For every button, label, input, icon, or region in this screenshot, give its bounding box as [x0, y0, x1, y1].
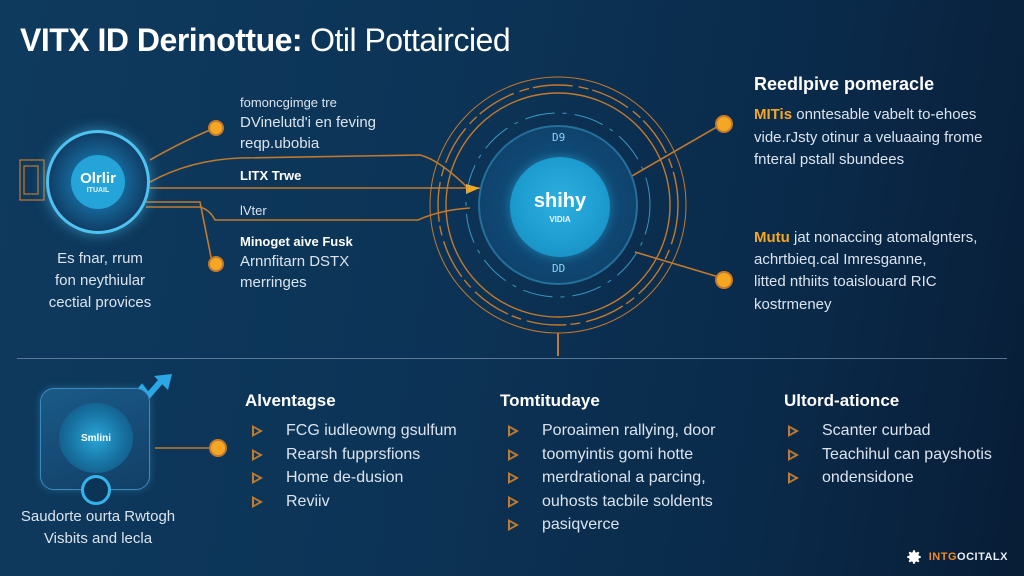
- list-item-text: ondensidone: [822, 469, 914, 486]
- device-home-button: [81, 475, 111, 505]
- list-item-text: Scanter curbad: [822, 422, 931, 439]
- triangle-bullet-icon: [788, 448, 799, 461]
- list-item: Poroaimen rallying, door: [504, 419, 715, 443]
- caption-line: Visbits and lecla: [43, 530, 153, 547]
- triangle-bullet-icon: [252, 472, 263, 484]
- column-3-title: Ultord-ationce: [784, 391, 900, 410]
- column-1-title: Alventagse: [245, 391, 336, 410]
- left-hub-logo: Olrlir ITUAIL: [71, 155, 125, 209]
- list-item: ondensidone: [784, 466, 992, 490]
- right-panel-2-line-3: litted nthiits toaislouard RIC: [754, 273, 937, 290]
- gear-icon: [907, 550, 921, 564]
- list-item: toomyintis gomi hotte: [504, 443, 715, 467]
- right-panel-1-text: onntesable vabelt to-ehoes: [796, 106, 977, 123]
- list-item-text: Poroaimen rallying, door: [542, 422, 716, 439]
- triangle-bullet-icon: [252, 495, 263, 508]
- left-bracket-icon: [19, 159, 45, 201]
- label-2a: DVinelutd'i en feving: [240, 114, 377, 131]
- brand-name-part1: INTG: [928, 551, 958, 563]
- right-panel-2-text: jat nonaccing atomalgnters,: [794, 229, 978, 246]
- label-6b: merringes: [240, 274, 307, 291]
- node-dot-1: [208, 120, 224, 136]
- label-4: lVter: [240, 203, 267, 218]
- label-2b: reqp.ubobia: [240, 135, 320, 152]
- list-item-text: pasiqverce: [542, 516, 620, 533]
- center-hub-logo-main: shihy: [533, 190, 587, 212]
- right-panel-2-highlight: Mutu: [754, 229, 790, 246]
- title-bold: VITX ID Derinottue:: [20, 22, 303, 58]
- list-item-text: Rearsh fupprsfions: [286, 445, 421, 463]
- triangle-bullet-icon: [508, 519, 519, 531]
- column-2-list: Poroaimen rallying, door toomyintis gomi…: [504, 419, 715, 537]
- list-item: Teachihul can payshotis: [784, 443, 992, 467]
- ring-label-top: D9: [552, 131, 566, 144]
- list-item-text: Reviiv: [286, 492, 330, 510]
- ring-label-bottom: DD: [552, 262, 566, 275]
- caption-line: cectial provices: [48, 294, 152, 311]
- list-item-text: FCG iudleowng gsulfum: [286, 422, 457, 439]
- list-item: ouhosts tacbile soldents: [504, 490, 715, 514]
- caption-line: Saudorte ourta Rwtogh: [20, 508, 176, 525]
- triangle-bullet-icon: [508, 448, 519, 461]
- center-hub-logo-sub: VIDIA: [549, 215, 571, 224]
- label-6a: Arnnfitarn DSTX: [240, 253, 350, 270]
- list-item: Scanter curbad: [784, 419, 992, 443]
- list-item-text: merdrational a parcing,: [542, 469, 706, 486]
- list-item-text: ouhosts tacbile soldents: [542, 492, 713, 510]
- left-hub: Olrlir ITUAIL: [46, 130, 150, 234]
- list-item-text: toomyintis gomi hotte: [542, 445, 694, 463]
- left-hub-caption: Es fnar, rrum fon neythiular cectial pro…: [40, 248, 160, 314]
- device-screen: Smlini: [59, 403, 133, 473]
- triangle-bullet-icon: [252, 448, 263, 461]
- node-dot-4: [715, 271, 733, 289]
- list-item: pasiqverce: [504, 513, 715, 537]
- node-dot-2: [208, 256, 224, 272]
- list-item: merdrational a parcing,: [504, 466, 715, 490]
- list-item: FCG iudleowng gsulfum: [248, 419, 457, 443]
- section-divider: [17, 358, 1007, 359]
- triangle-bullet-icon: [508, 495, 519, 508]
- left-hub-logo-main: Olrlir: [80, 170, 116, 187]
- brand-name-part2: OCITALX: [957, 551, 1008, 563]
- right-panel-1-line-2: vide.rJsty otinur a veluaaing frome: [754, 129, 983, 146]
- list-item-text: Home de-dusion: [286, 469, 404, 486]
- list-item: Home de-dusion: [248, 466, 457, 490]
- triangle-bullet-icon: [252, 425, 263, 437]
- device-caption: Saudorte ourta Rwtogh Visbits and lecla: [8, 506, 188, 550]
- right-panel-2-line-2: achrtbieq.cal Imresganne,: [754, 251, 927, 268]
- right-panel-2-line-4: kostrmeney: [754, 296, 832, 313]
- list-item-text: Teachihul can payshotis: [822, 445, 992, 463]
- right-panel-1-highlight: MITis: [754, 106, 793, 123]
- page-title: VITX ID Derinottue:Otil Pottaircied: [20, 22, 511, 59]
- column-3-list: Scanter curbad Teachihul can payshotis o…: [784, 419, 992, 490]
- triangle-bullet-icon: [788, 425, 799, 437]
- caption-line: fon neythiular: [54, 272, 146, 289]
- right-panel-1-heading: Reedlpive pomeracle: [754, 74, 935, 94]
- center-hub: shihy VIDIA: [478, 125, 638, 285]
- right-panel-1-line-1: MITis onntesable vabelt to-ehoes: [754, 105, 976, 125]
- label-5: Minoget aive Fusk: [240, 234, 353, 249]
- triangle-bullet-icon: [788, 472, 799, 484]
- label-1: fomoncgimge tre: [240, 95, 337, 110]
- brand-name: INTGOCITALX: [929, 551, 1008, 563]
- caption-line: Es fnar, rrum: [57, 250, 143, 267]
- label-3: LITX Trwe: [240, 168, 302, 183]
- node-dot-5: [209, 439, 227, 457]
- right-panel-1-line-3: fnteral pstall sbundees: [754, 151, 905, 168]
- right-panel-2-line-1: Mutu jat nonaccing atomalgnters,: [754, 228, 977, 248]
- left-hub-logo-sub: ITUAIL: [86, 187, 110, 194]
- list-item: Reviiv: [248, 490, 457, 514]
- triangle-bullet-icon: [508, 425, 519, 437]
- triangle-bullet-icon: [508, 472, 519, 484]
- column-1-list: FCG iudleowng gsulfum Rearsh fupprsfions…: [248, 419, 457, 513]
- node-dot-3: [715, 115, 733, 133]
- title-light: Otil Pottaircied: [310, 22, 511, 58]
- brand-logo: INTGOCITALX: [905, 548, 1008, 566]
- device-illustration: Smlini: [40, 388, 150, 505]
- center-hub-logo: shihy VIDIA: [510, 157, 610, 257]
- column-2-title: Tomtitudaye: [500, 391, 600, 410]
- list-item: Rearsh fupprsfions: [248, 443, 457, 467]
